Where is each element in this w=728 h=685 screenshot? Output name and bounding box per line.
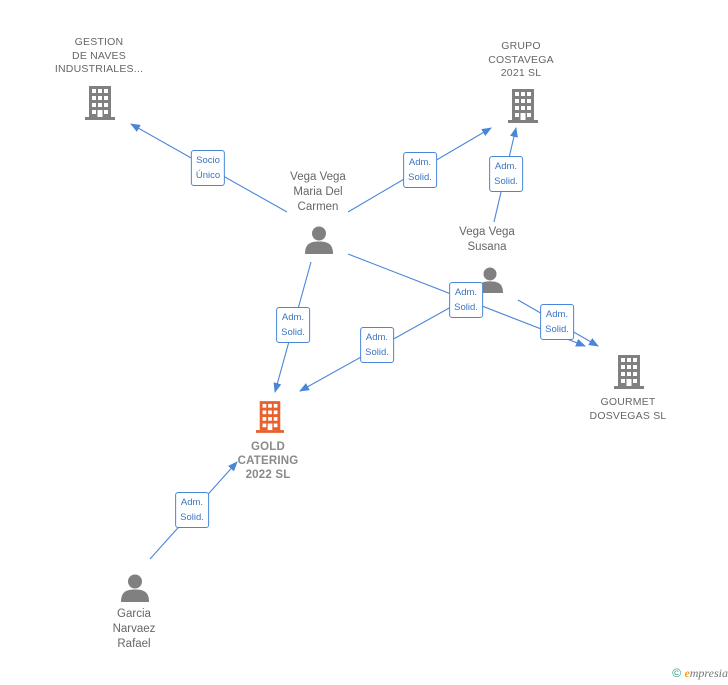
- building-icon[interactable]: [614, 355, 644, 389]
- edge-label-e8: Adm.Solid.: [175, 492, 209, 528]
- edge-label-e4: Adm.Solid.: [276, 307, 310, 343]
- edge-label-e6: Adm.Solid.: [360, 327, 394, 363]
- edge-label-e2: Adm.Solid.: [403, 152, 437, 188]
- edge-label-e5: Adm.Solid.: [449, 282, 483, 318]
- building-icon[interactable]: [256, 401, 284, 433]
- footer-brand: © empresia: [672, 666, 728, 681]
- building-icon[interactable]: [85, 86, 115, 120]
- building-icon[interactable]: [508, 89, 538, 123]
- person-icon[interactable]: [121, 574, 149, 603]
- edge-label-e3: Adm.Solid.: [489, 156, 523, 192]
- person-icon[interactable]: [305, 226, 333, 255]
- edge-label-e7: Adm.Solid.: [540, 304, 574, 340]
- copyright-symbol: ©: [672, 666, 682, 680]
- empresia-logo: empresia: [684, 666, 728, 680]
